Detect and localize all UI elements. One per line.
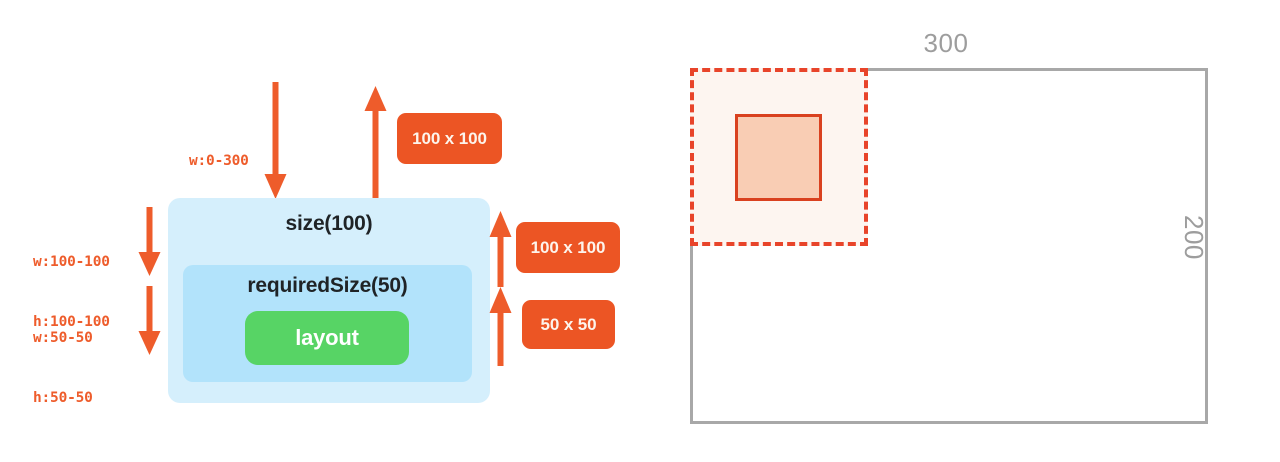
- arrow-down-icon-size-constraint: [138, 207, 161, 277]
- constraint-label-size-level: w:100-100 h:100-100: [33, 212, 110, 372]
- required-size-box-label: requiredSize(50): [247, 274, 408, 297]
- constraint-label-required-size-level: w:50-50 h:50-50: [33, 288, 93, 448]
- required-size-box[interactable]: requiredSize(50) layout: [183, 265, 472, 382]
- constraint-width-size-level: w:100-100: [33, 254, 110, 270]
- badge-layout-result: 50 x 50: [522, 300, 615, 349]
- arrow-down-icon-required-constraint: [138, 286, 161, 356]
- constraint-height-required-size-level: h:50-50: [33, 390, 93, 406]
- constraint-height-size-level: h:100-100: [33, 314, 110, 330]
- arrow-up-icon-required-result: [489, 287, 512, 366]
- badge-required-size-result: 100 x 100: [516, 222, 620, 273]
- layout-node[interactable]: layout: [245, 311, 409, 365]
- size-box[interactable]: size(100) requiredSize(50) layout: [168, 198, 490, 403]
- layout-region-rect: [735, 114, 822, 201]
- badge-size-result: 100 x 100: [397, 113, 502, 164]
- size-box-label: size(100): [285, 212, 373, 235]
- arrow-up-icon-size-result: [489, 211, 512, 287]
- arrow-down-icon-incoming: [264, 82, 287, 200]
- canvas-height-label: 200: [1179, 215, 1209, 260]
- arrow-up-icon-outgoing: [364, 86, 387, 200]
- constraint-width-required-size-level: w:50-50: [33, 330, 93, 346]
- constraint-width-incoming: w:0-300: [189, 153, 249, 169]
- canvas-width-label: 300: [923, 28, 969, 58]
